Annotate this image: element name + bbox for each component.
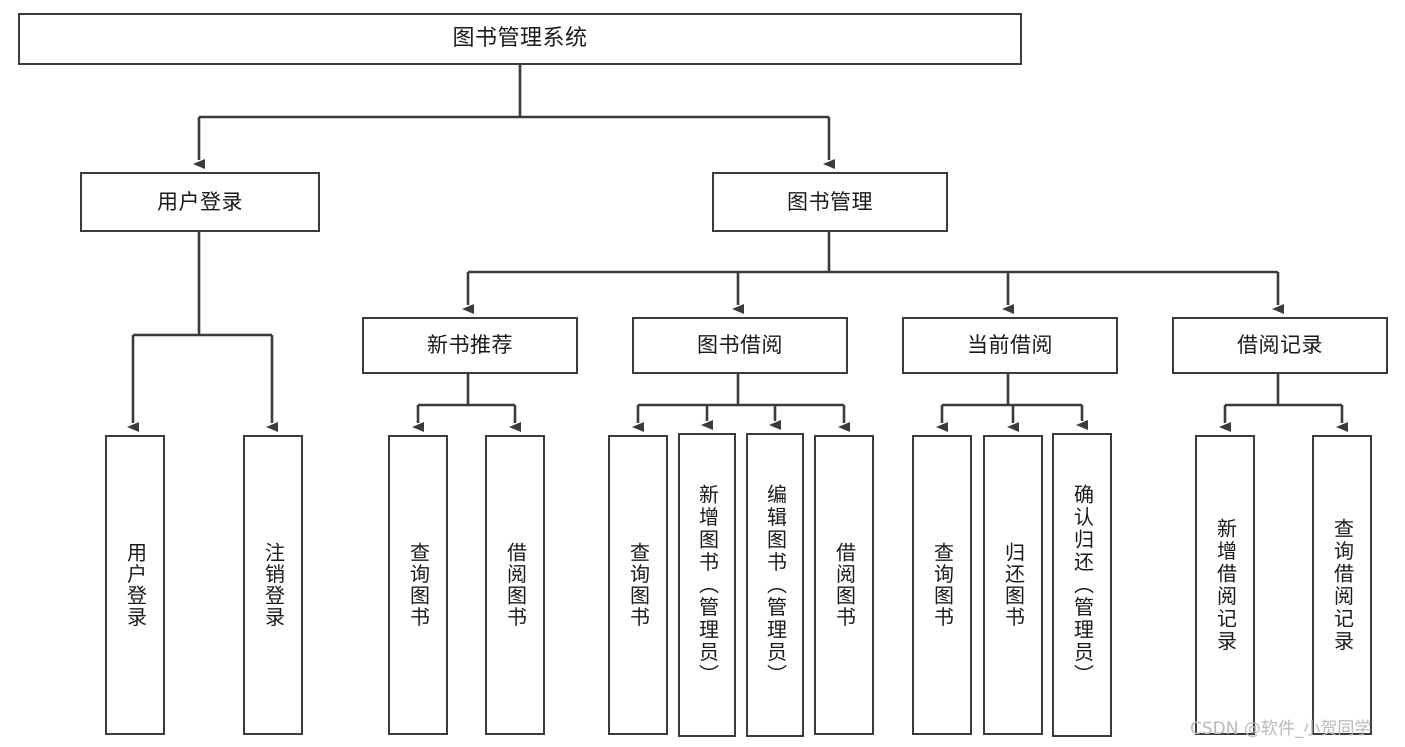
node-label: 新增借阅记录 [1213,517,1238,653]
node-label: 用户登录 [157,189,243,214]
node-leaf-query-book-3[interactable]: 查询图书 [912,435,972,735]
node-leaf-edit-book[interactable]: 编辑图书（管理员） [746,433,804,737]
node-new-book-recommend[interactable]: 新书推荐 [362,317,578,374]
node-leaf-borrow-book-2[interactable]: 借阅图书 [814,435,874,735]
node-label: 查询图书 [930,542,955,628]
node-leaf-query-book-1[interactable]: 查询图书 [388,435,448,735]
node-label: 注销登录 [261,542,286,628]
node-leaf-logout[interactable]: 注销登录 [243,435,303,735]
node-label: 借阅记录 [1237,333,1323,358]
node-user-login[interactable]: 用户登录 [80,172,320,232]
node-label: 新书推荐 [427,333,513,358]
node-book-borrow[interactable]: 图书借阅 [632,317,848,374]
node-label: 用户登录 [123,542,148,628]
node-label: 查询图书 [626,542,651,628]
node-book-manage[interactable]: 图书管理 [712,172,948,232]
node-label: 查询图书 [406,542,431,628]
node-leaf-add-book[interactable]: 新增图书（管理员） [678,433,736,737]
node-label: 借阅图书 [503,542,528,628]
node-leaf-query-record[interactable]: 查询借阅记录 [1312,435,1372,735]
node-leaf-confirm-return[interactable]: 确认归还（管理员） [1052,433,1112,737]
node-label: 编辑图书（管理员） [763,483,788,687]
node-label: 借阅图书 [832,542,857,628]
node-label: 归还图书 [1001,542,1026,628]
node-borrow-record[interactable]: 借阅记录 [1172,317,1388,374]
node-label: 图书管理系统 [452,26,588,52]
node-leaf-query-book-2[interactable]: 查询图书 [608,435,668,735]
node-leaf-return-book[interactable]: 归还图书 [983,435,1043,735]
node-label: 图书借阅 [697,333,783,358]
node-label: 图书管理 [787,189,873,214]
node-label: 当前借阅 [967,333,1053,358]
node-leaf-add-record[interactable]: 新增借阅记录 [1195,435,1255,735]
node-label: 新增图书（管理员） [695,483,720,687]
node-root[interactable]: 图书管理系统 [18,13,1022,65]
node-leaf-borrow-book-1[interactable]: 借阅图书 [485,435,545,735]
node-label: 确认归还（管理员） [1070,483,1095,687]
node-label: 查询借阅记录 [1330,517,1355,653]
node-current-borrow[interactable]: 当前借阅 [902,317,1118,374]
csdn-watermark: CSDN @软件_小贺同学 [1190,719,1372,739]
node-leaf-user-login[interactable]: 用户登录 [105,435,165,735]
